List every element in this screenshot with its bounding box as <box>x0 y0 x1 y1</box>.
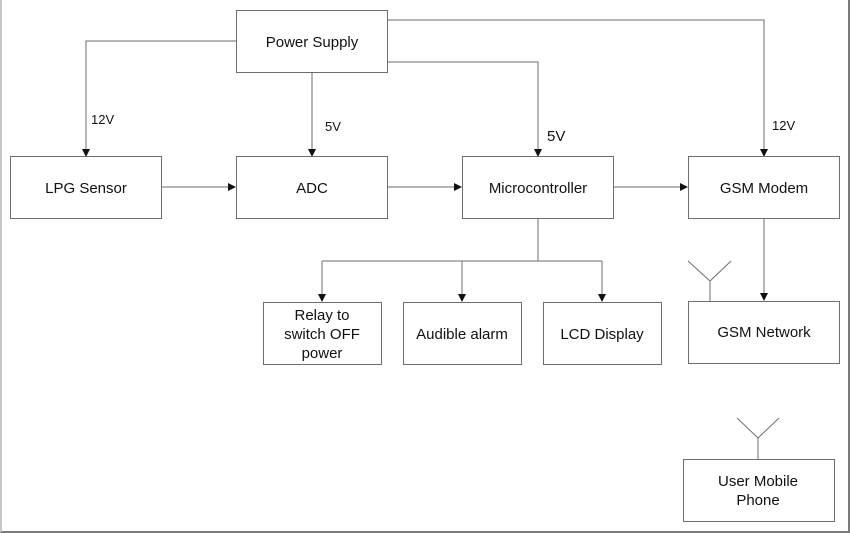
block-label-line: switch OFF <box>284 326 360 343</box>
block-label: GSM Modem <box>720 180 808 197</box>
block-lcd-display: LCD Display <box>543 302 662 365</box>
arrowhead-adc-left <box>228 183 236 191</box>
block-label: LCD Display <box>560 326 644 343</box>
block-label: LPG Sensor <box>45 180 127 197</box>
arrowhead-gsm-modem-top <box>760 149 768 157</box>
block-user-mobile-phone: User Mobile Phone <box>683 459 835 522</box>
voltage-label-mcu: 5V <box>547 128 565 145</box>
block-label: Microcontroller <box>489 180 587 197</box>
arrowhead-mcu-top <box>534 149 542 157</box>
block-gsm-modem: GSM Modem <box>688 156 840 219</box>
block-label-line: power <box>302 345 343 362</box>
block-label-line: Phone <box>736 492 779 509</box>
arrowhead-gsm-network <box>760 293 768 301</box>
arrowhead-relay <box>318 294 326 302</box>
arrowhead-adc-top <box>308 149 316 157</box>
block-label: Audible alarm <box>416 326 508 343</box>
arrowhead-lcd <box>598 294 606 302</box>
antenna-icon <box>736 417 780 459</box>
block-relay: Relay to switch OFF power <box>263 302 382 365</box>
block-label: Power Supply <box>266 34 359 51</box>
block-microcontroller: Microcontroller <box>462 156 614 219</box>
voltage-label-gsm-modem: 12V <box>772 118 795 133</box>
voltage-label-adc: 5V <box>325 119 341 134</box>
block-adc: ADC <box>236 156 388 219</box>
wire-power-to-lpg <box>85 40 236 150</box>
block-label-line: User Mobile <box>718 473 798 490</box>
arrowhead-alarm <box>458 294 466 302</box>
block-gsm-network: GSM Network <box>688 301 840 364</box>
block-audible-alarm: Audible alarm <box>403 302 522 365</box>
wire-power-to-gsm-modem <box>387 19 765 150</box>
block-label-line: Relay to <box>294 307 349 324</box>
arrowhead-lpg <box>82 149 90 157</box>
block-lpg-sensor: LPG Sensor <box>10 156 162 219</box>
voltage-label-lpg: 12V <box>91 112 114 127</box>
arrowhead-mcu-left <box>454 183 462 191</box>
antenna-icon <box>687 260 732 301</box>
block-label: GSM Network <box>717 324 811 341</box>
block-power-supply: Power Supply <box>236 10 388 73</box>
arrowhead-gsm-modem-left <box>680 183 688 191</box>
block-label: ADC <box>296 180 328 197</box>
wire-power-to-mcu <box>387 61 539 150</box>
